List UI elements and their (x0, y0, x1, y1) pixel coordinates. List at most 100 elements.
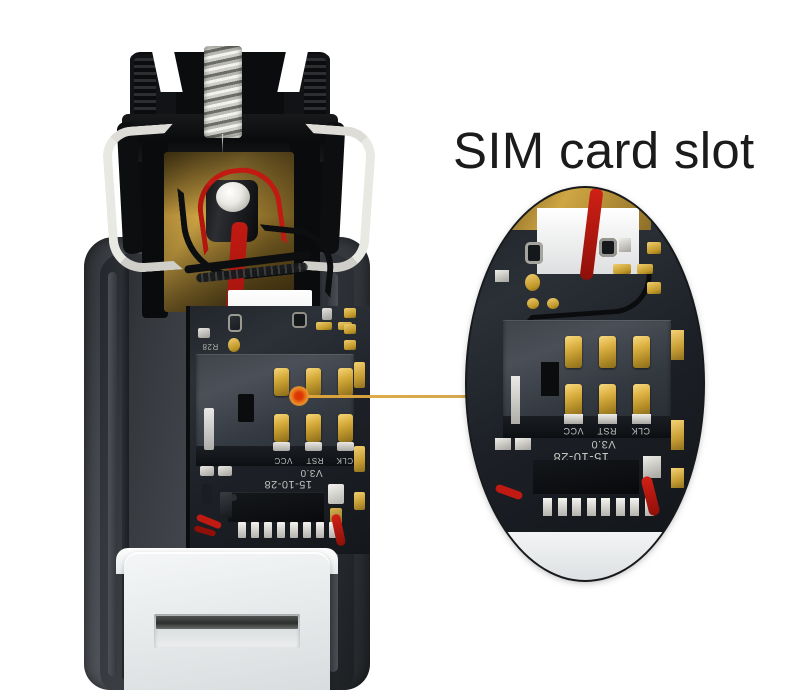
spring-tip (221, 134, 224, 154)
inset-solder-pad (601, 498, 610, 516)
sim-contact-pin (306, 368, 321, 396)
inset-sim-slot-tab (541, 362, 559, 396)
inset-sim-slot-lip (503, 416, 671, 438)
silkscreen-ref: R28 (202, 342, 219, 351)
inset-solder-pad (630, 498, 639, 516)
inset-smd-2 (515, 438, 531, 450)
silkscreen-clk: CLK (336, 456, 354, 465)
inset-silkscreen-vcc: VCC (563, 426, 584, 436)
inset-sim-pin-foot (632, 414, 651, 424)
inset-solder-pad (572, 498, 581, 516)
ic-chip (228, 492, 324, 522)
pcb-solder-pad (251, 522, 259, 538)
silkscreen-date-code: 15-10-28 (264, 478, 313, 490)
inset-pad-6 (637, 264, 653, 274)
device-photo: VCC RST CLK V3.0 15-10-28 R28 (78, 22, 378, 690)
inset-castellated-pad (671, 468, 684, 488)
inset-pad-7 (647, 242, 661, 254)
capacitor-top (216, 182, 250, 212)
interior-shadow-right (290, 142, 320, 318)
sim-pin-solder-foot (305, 442, 322, 451)
silkscreen-vcc: VCC (274, 456, 293, 465)
inset-smd-3 (643, 456, 661, 478)
inset-pad-5 (613, 264, 631, 274)
inset-sim-slot-mouth (511, 376, 520, 424)
contact-clip-left (100, 123, 184, 275)
inset-sim-contact-pin (633, 336, 650, 368)
inset-sim-contact-pin (599, 384, 616, 416)
inset-sim-contact-pin (599, 336, 616, 368)
inset-pad-white-1 (495, 270, 509, 282)
sim-slot-lip (196, 446, 354, 466)
pcb-castellated-pad (354, 362, 365, 388)
sim-pin-solder-foot (273, 442, 290, 451)
inset-smd-1 (495, 438, 511, 450)
smd-component (218, 466, 232, 476)
pcb-pad-7 (344, 308, 356, 318)
smd-component (328, 484, 344, 504)
pcb-pad-white-2 (322, 308, 332, 320)
pcb-castellated-pad (354, 446, 365, 472)
pcb-solder-pad (264, 522, 272, 538)
pcb-pad-ring-1 (228, 314, 242, 332)
inset-ic-chip (533, 460, 639, 494)
inset-silkscreen-version: V3.0 (591, 438, 616, 450)
magnifier-content: VCC RST CLK V3.0 15-10-28 (467, 188, 703, 580)
sim-contact-pin (274, 368, 289, 396)
shell-rail-left (108, 272, 117, 676)
pcb-pad-8 (344, 324, 356, 334)
usb-port-tongue (156, 616, 298, 629)
magnifier-ellipse: VCC RST CLK V3.0 15-10-28 (467, 188, 703, 580)
inset-sim-contact-pin (565, 384, 582, 416)
interior-shadow-left (142, 142, 168, 318)
pcb-solder-pad (316, 522, 324, 538)
sim-contact-pin (306, 414, 321, 442)
shell-rail-left-inner (122, 268, 129, 680)
inset-silkscreen-rst: RST (597, 426, 617, 436)
smd-component (200, 466, 214, 476)
sim-contact-pin (274, 414, 289, 442)
inset-pad-2 (525, 274, 540, 291)
callout-label: SIM card slot (453, 122, 755, 179)
sim-contact-pin (338, 414, 353, 442)
pcb-pad-white-1 (198, 328, 210, 338)
inset-solder-pad (543, 498, 552, 516)
pcb-pad-9 (344, 340, 356, 350)
inset-pad-ring-1 (525, 242, 543, 264)
pcb-pad-2 (228, 338, 240, 352)
silkscreen-rst: RST (306, 456, 324, 465)
sim-contact-pin (338, 368, 353, 396)
ic-pin1-notch (230, 494, 237, 501)
inset-solder-pad (615, 498, 625, 516)
inset-castellated-pad (671, 330, 684, 360)
inset-solder-pad (557, 498, 567, 516)
inset-castellated-pad (671, 420, 684, 450)
callout-leader-line (300, 395, 485, 398)
sim-slot-tab (238, 394, 254, 422)
pcb-pad-5 (316, 322, 332, 330)
cap-teeth-left (134, 58, 156, 116)
pcb-pad-ring-2 (292, 312, 307, 328)
sim-pin-solder-foot (337, 442, 354, 451)
pcb-solder-pad (238, 522, 246, 538)
inset-sim-contact-pin (565, 336, 582, 368)
inset-silkscreen-clk: CLK (631, 426, 651, 436)
inset-pad-3 (527, 298, 539, 309)
silkscreen-version: V3.0 (300, 467, 323, 478)
inset-pad-4 (547, 298, 559, 309)
pcb-solder-pad (303, 522, 311, 538)
pcb-solder-pad (277, 522, 285, 538)
inset-solder-pad (586, 498, 596, 516)
inset-sim-pin-foot (564, 414, 583, 424)
inset-usb-port (495, 532, 685, 580)
cap-teeth-right (304, 58, 326, 116)
inset-solder-pad-row (541, 498, 657, 516)
sim-slot-mouth (204, 408, 214, 450)
smd-component (202, 484, 212, 504)
inset-pad-8 (647, 282, 661, 294)
pcb-castellated-pad (354, 492, 365, 510)
inset-pad-white-2 (619, 238, 631, 252)
pcb-solder-pad (290, 522, 298, 538)
pcb-edge (186, 306, 191, 554)
